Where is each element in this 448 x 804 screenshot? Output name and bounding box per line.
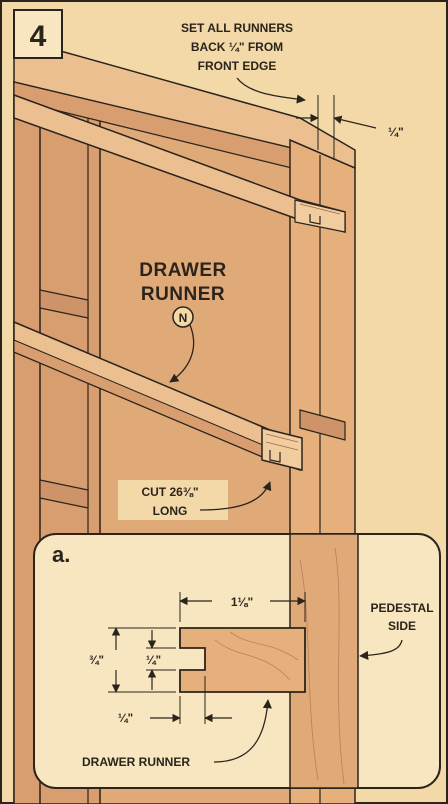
detail-groove-dim: ¼" bbox=[146, 655, 161, 667]
right-dado bbox=[299, 409, 346, 441]
top-note-line-3: FRONT EDGE bbox=[198, 59, 277, 73]
detail-groove-depth-dim: ¼" bbox=[118, 713, 133, 725]
step-number: 4 bbox=[30, 20, 47, 53]
pedestal-label-line-1: PEDESTAL bbox=[370, 601, 433, 615]
left-dado-lower bbox=[39, 479, 89, 509]
part-key: N bbox=[179, 311, 188, 325]
detail-runner-leader bbox=[213, 699, 272, 763]
cut-note-line-1: CUT 26⅜" bbox=[141, 485, 198, 499]
detail-letter: a. bbox=[52, 542, 70, 567]
step-number-box bbox=[13, 9, 63, 59]
detail-width-dim: 1⅛" bbox=[231, 595, 253, 609]
main-runner-end bbox=[261, 427, 303, 471]
top-dimension: ¼" bbox=[388, 125, 404, 139]
detail-runner-label: DRAWER RUNNER bbox=[82, 755, 190, 769]
pedestal-label-leader bbox=[359, 639, 403, 660]
cut-note-line-2: LONG bbox=[153, 504, 188, 518]
cut-note-bg bbox=[118, 480, 228, 520]
top-note-line-1: SET ALL RUNNERS bbox=[181, 21, 293, 35]
main-label-line-2: RUNNER bbox=[141, 284, 225, 305]
top-note-leader bbox=[236, 77, 306, 104]
cut-note-leader bbox=[199, 481, 272, 511]
top-note-line-2: BACK ¼" FROM bbox=[191, 40, 283, 54]
left-dado-upper bbox=[39, 289, 89, 319]
detail-runner-section bbox=[179, 627, 306, 693]
part-key-leader bbox=[169, 324, 195, 383]
main-label-line-1: DRAWER bbox=[139, 260, 226, 281]
part-key-circle bbox=[172, 306, 194, 328]
detail-height-dim: ¾" bbox=[89, 655, 104, 667]
pedestal-label-line-2: SIDE bbox=[388, 619, 416, 633]
pedestal-label-bg bbox=[368, 596, 436, 636]
